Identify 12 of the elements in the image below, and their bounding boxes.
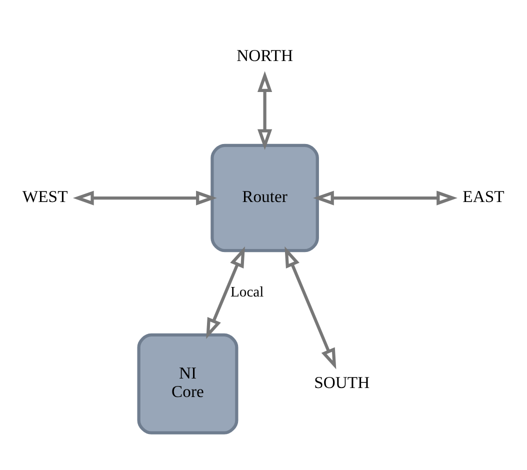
arrow [72,190,217,205]
edge-label: Local [230,284,264,300]
node-box: NI Core [137,332,238,434]
node-text: NORTH [236,45,293,64]
node-box: Router [210,143,319,252]
node-text: SOUTH [314,372,370,392]
arrow [258,70,272,150]
arrow [206,246,245,339]
node-text: WEST [22,186,68,206]
arrow [284,246,336,369]
node-text: EAST [462,186,504,206]
arrow [313,190,458,205]
